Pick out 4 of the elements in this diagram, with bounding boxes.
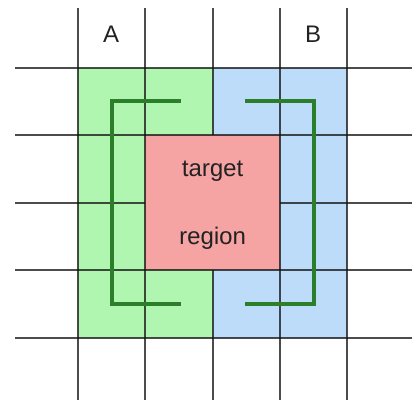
target-region <box>145 135 280 270</box>
region-label: target region <box>178 154 247 252</box>
column-label: B <box>304 21 322 49</box>
column-label: A <box>102 21 120 49</box>
